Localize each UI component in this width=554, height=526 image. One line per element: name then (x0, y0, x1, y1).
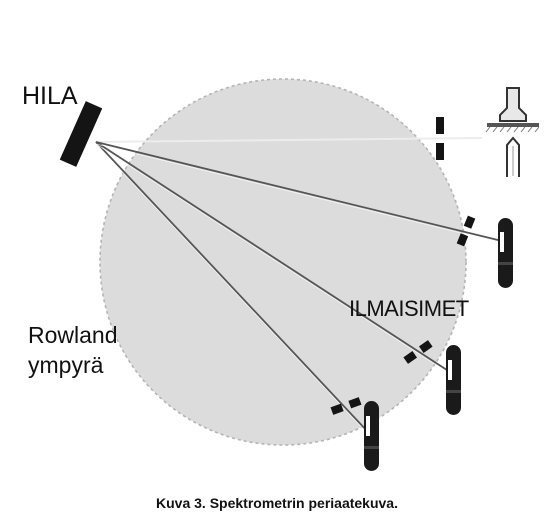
diffracted-rays (95, 141, 503, 433)
detector-tube-icon (364, 401, 379, 471)
figure-caption: Kuva 3. Spektrometrin periaatekuva. (156, 495, 398, 511)
entrance-slit (436, 117, 444, 160)
grating-label: HILA (22, 82, 78, 110)
incident-beam (95, 137, 483, 143)
ray-1 (95, 141, 503, 242)
rowland-circle-label: Rowland ympyrä (28, 320, 118, 380)
detectors-label: ILMAISIMET (349, 296, 469, 321)
grating (59, 101, 103, 167)
lamp-source-icon (485, 87, 540, 177)
exit-slit-1 (456, 215, 476, 247)
ray-2 (95, 141, 451, 373)
rowland-label-line2: ympyrä (28, 352, 104, 378)
exit-slit-2 (403, 340, 433, 364)
ray-3 (95, 141, 369, 433)
exit-slit-3 (330, 397, 362, 415)
rowland-label-line1: Rowland (28, 322, 118, 348)
detector-tube-icon (446, 345, 461, 415)
detector-tube-icon (498, 218, 513, 288)
rowland-circle (99, 78, 467, 446)
